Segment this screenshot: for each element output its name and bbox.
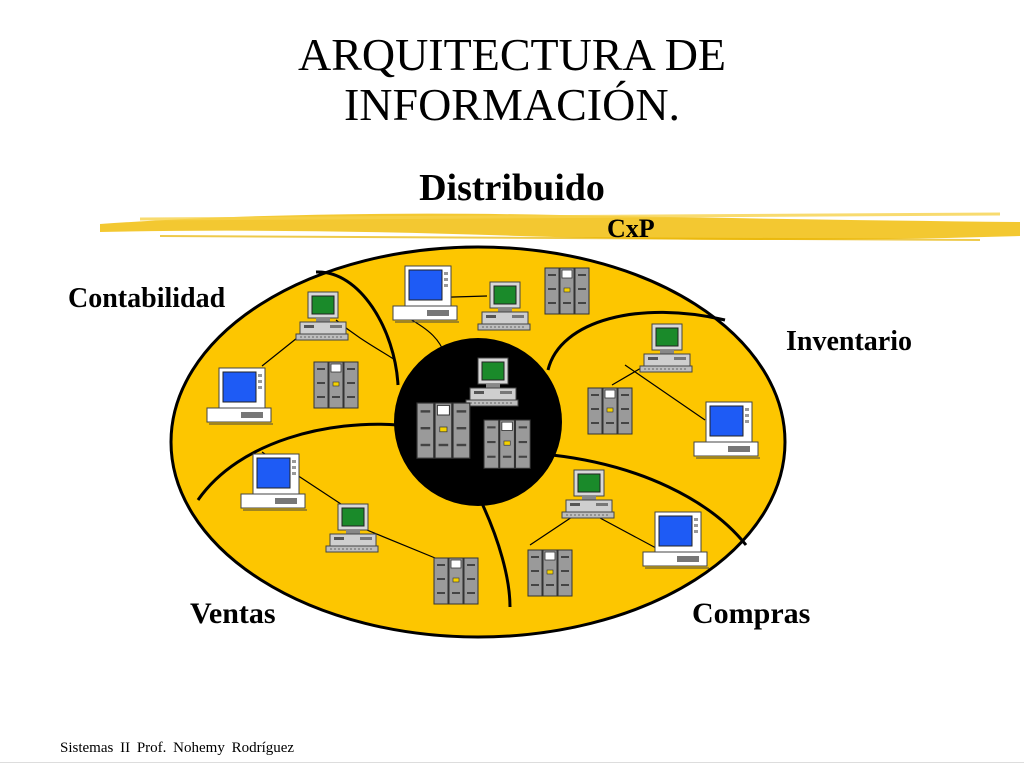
label-contabilidad: Contabilidad: [68, 283, 226, 314]
central-server-rack-right: [483, 419, 531, 469]
segment-dividers: [196, 270, 748, 608]
label-inventario: Inventario: [786, 326, 912, 357]
server-rack-icon: [433, 557, 479, 605]
server-rack-icon: [544, 267, 590, 315]
slide-title: ARQUITECTURA DE INFORMACIÓN.: [0, 30, 1024, 130]
label-cxp: CxP: [607, 214, 655, 243]
label-compras: Compras: [692, 597, 811, 630]
title-line-1: ARQUITECTURA DE: [297, 29, 727, 80]
central-server-rack-left: [416, 402, 471, 459]
server-rack-icon: [313, 361, 359, 409]
server-rack-icon: [527, 549, 573, 597]
slide-subtitle: Distribuido: [419, 167, 605, 209]
bottom-divider: [0, 762, 1024, 763]
highlight-stroke: [100, 212, 1020, 241]
label-ventas: Ventas: [190, 597, 276, 630]
footer-credit: Sistemas II Prof. Nohemy Rodríguez: [60, 740, 295, 756]
title-line-2: INFORMACIÓN.: [343, 79, 681, 130]
server-rack-icon: [587, 387, 633, 435]
